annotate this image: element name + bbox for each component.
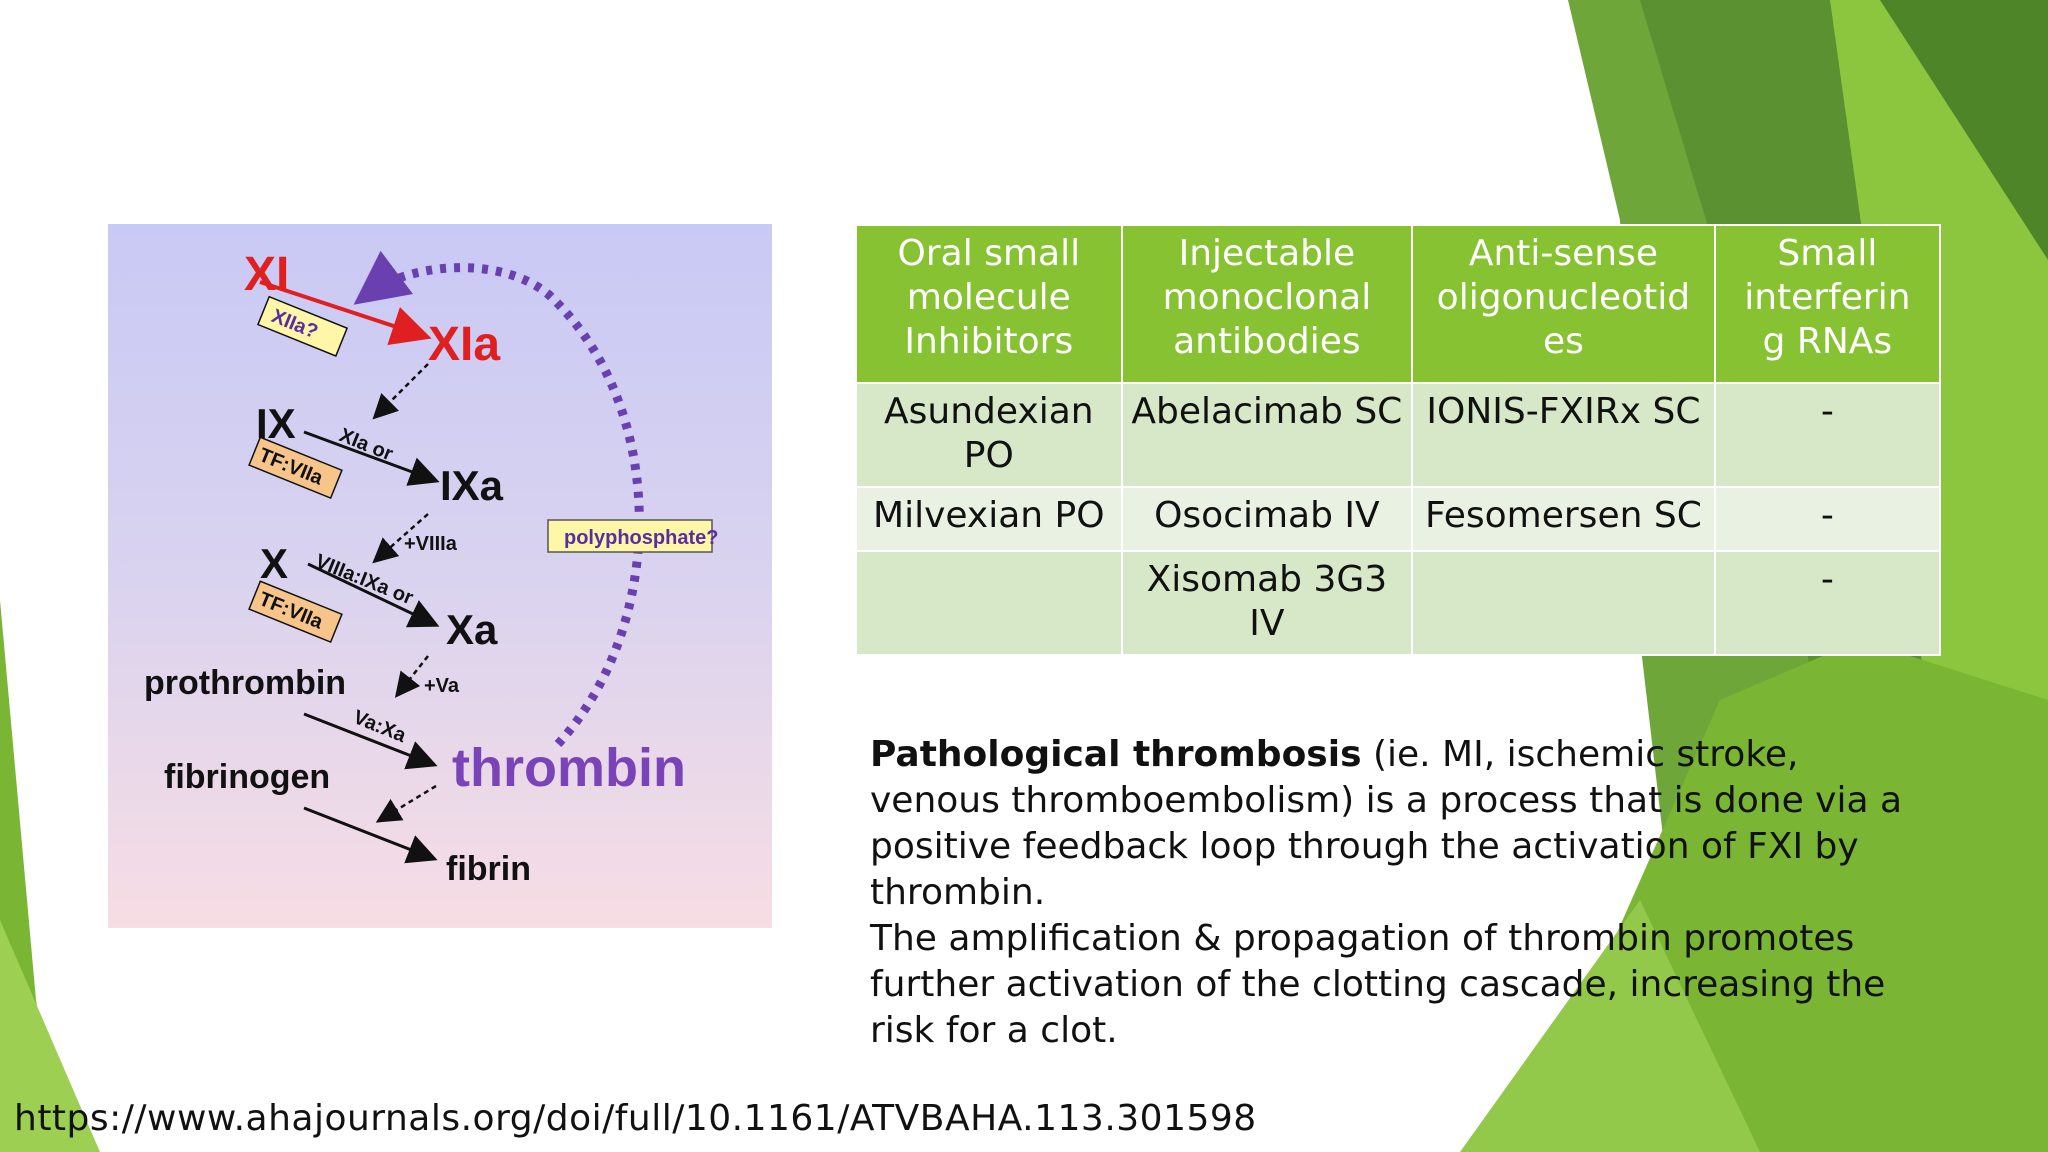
xa-dashed-arrow	[394, 655, 429, 698]
pathological-thrombosis-paragraph: Pathological thrombosis (ie. MI, ischemi…	[870, 732, 1930, 916]
source-url-link[interactable]: https://www.ahajournals.org/doi/full/10.…	[14, 1098, 1257, 1139]
label-ixa: IXa	[440, 462, 504, 509]
thrombin-dashed-arrow	[375, 784, 437, 823]
label-fibrin: fibrin	[446, 850, 531, 888]
label-prothrombin: prothrombin	[144, 664, 346, 702]
feedback-loop-arrow	[353, 250, 644, 748]
svg-text:polyphosphate?: polyphosphate?	[564, 527, 718, 549]
table-cell	[855, 550, 1123, 656]
coagulation-cascade-diagram: XI XIa IX IXa X Xa prothrombin thrombin …	[108, 224, 772, 928]
table-cell: Milvexian PO	[855, 486, 1123, 552]
label-va-xa: Va:Xa	[350, 706, 410, 747]
label-xa: Xa	[446, 606, 498, 653]
table-cell: Osocimab IV	[1120, 486, 1414, 552]
label-xi: XI	[244, 248, 289, 301]
ixa-dashed-arrow	[372, 513, 429, 564]
polyphosphate-tag: polyphosphate?	[547, 519, 718, 553]
tf-viia-tag-2: TF:VIIa	[248, 580, 343, 644]
label-fibrinogen: fibrinogen	[164, 758, 330, 796]
table-cell: -	[1713, 486, 1942, 552]
xi-to-xia-arrow	[259, 280, 432, 345]
table-cell: IONIS-FXIRx SC	[1411, 382, 1716, 488]
amplification-paragraph: The amplification & propagation of throm…	[870, 918, 1886, 1051]
table-cell: Fesomersen SC	[1411, 486, 1716, 552]
fibrinogen-to-fibrin-arrow	[303, 806, 438, 864]
table-cell: Abelacimab SC	[1120, 382, 1414, 488]
table-cell: -	[1713, 382, 1942, 488]
paragraph-bold-term: Pathological thrombosis	[870, 734, 1362, 775]
table-row: Milvexian PO Osocimab IV Fesomersen SC -	[855, 486, 1942, 552]
table-cell	[1411, 550, 1716, 656]
table-cell: -	[1713, 550, 1942, 656]
label-thrombin: thrombin	[452, 738, 686, 798]
prothrombin-to-thrombin-arrow	[303, 712, 438, 770]
label-xia-or: XIa or	[336, 424, 396, 465]
x-to-xa-arrow	[307, 562, 440, 628]
xiia-tag: XIIa?	[256, 295, 349, 357]
label-plus-va: +Va	[424, 675, 460, 697]
label-xia: XIa	[428, 318, 500, 371]
label-x: X	[260, 540, 288, 587]
ix-to-ixa-arrow	[303, 430, 440, 486]
paragraph-text: (ie. MI, ischemic stroke, venous thrombo…	[870, 734, 1903, 913]
label-viiia-ixa-or: VIIIa:IXa or	[312, 550, 416, 609]
xia-dashed-arrow	[372, 363, 429, 420]
label-plus-viiia: +VIIIa	[404, 533, 458, 555]
